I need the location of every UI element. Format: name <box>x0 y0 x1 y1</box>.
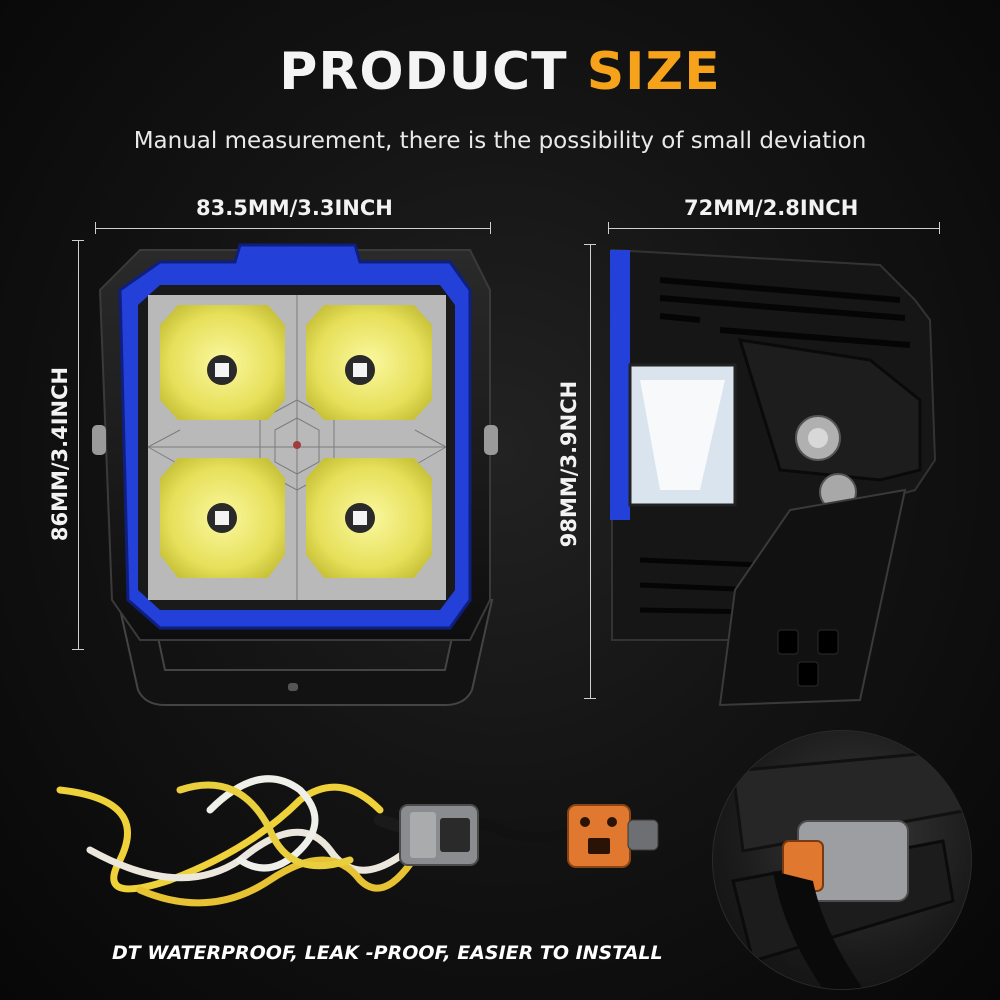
footer-caption: DT WATERPROOF, LEAK -PROOF, EASIER TO IN… <box>112 942 663 964</box>
front-width-line <box>95 222 491 234</box>
side-height-line <box>584 244 596 699</box>
subtitle: Manual measurement, there is the possibi… <box>133 128 867 154</box>
page-title: PRODUCT SIZE <box>0 42 1000 102</box>
dt-connector-orange <box>567 804 659 868</box>
front-height-line <box>72 240 84 650</box>
dt-connector-grey <box>399 804 479 866</box>
title-word-product: PRODUCT <box>279 42 568 102</box>
led-pod-group <box>160 305 432 578</box>
title-word-size: SIZE <box>586 42 721 102</box>
side-width-line <box>608 222 940 234</box>
front-width-label: 83.5MM/3.3INCH <box>196 196 393 220</box>
side-width-label: 72MM/2.8INCH <box>684 196 859 220</box>
connector-detail-inset <box>712 730 972 990</box>
